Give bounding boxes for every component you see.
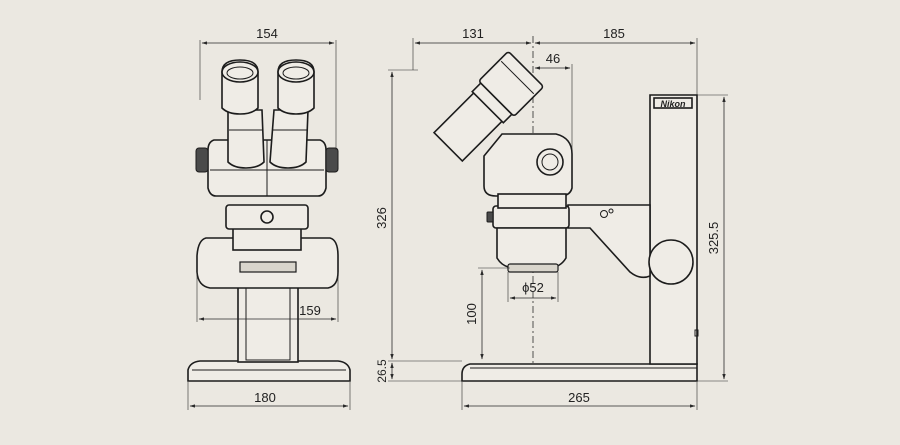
side-focus-knob	[648, 239, 694, 285]
side-dimensions: 131 185 46 ϕ52 326 26.5 100 325.5	[374, 26, 728, 410]
side-arm	[567, 204, 651, 279]
dim-label-180: 180	[254, 390, 276, 405]
dim-label-phi52: ϕ52	[522, 280, 544, 295]
dim-label-131: 131	[462, 26, 484, 41]
side-eyepiece-collar	[471, 82, 513, 124]
dim-label-326: 326	[374, 207, 389, 229]
front-view	[187, 59, 351, 382]
dim-label-46: 46	[546, 51, 560, 66]
right-zoom-knob	[325, 147, 339, 173]
dim-label-100: 100	[464, 303, 479, 325]
side-zoom-body	[497, 193, 567, 209]
dim-label-265: 265	[568, 390, 590, 405]
side-view: Nikon	[432, 36, 699, 382]
front-dimensions: 154 159 180	[187, 26, 351, 410]
side-stand-column	[649, 94, 698, 365]
side-zoom-dial	[536, 148, 564, 176]
side-objective	[496, 227, 567, 269]
right-eyepiece-tube	[269, 109, 309, 169]
dim-label-325-5: 325.5	[706, 222, 721, 255]
front-collar-screw	[260, 210, 274, 224]
side-eyepiece-group	[432, 51, 544, 163]
left-zoom-knob	[195, 147, 209, 173]
left-eyepiece-tube	[227, 109, 265, 169]
front-base	[187, 360, 351, 382]
nikon-logo-text: Nikon	[660, 99, 686, 109]
side-objective-lens	[507, 263, 559, 273]
front-objective	[232, 225, 302, 251]
dim-label-154: 154	[256, 26, 278, 41]
dim-label-185: 185	[603, 26, 625, 41]
side-holder-ring	[492, 205, 570, 229]
nikon-logo-plate	[653, 97, 693, 109]
side-base	[461, 363, 698, 382]
dim-label-159: 159	[299, 303, 321, 318]
dim-label-26-5: 26.5	[375, 359, 389, 383]
